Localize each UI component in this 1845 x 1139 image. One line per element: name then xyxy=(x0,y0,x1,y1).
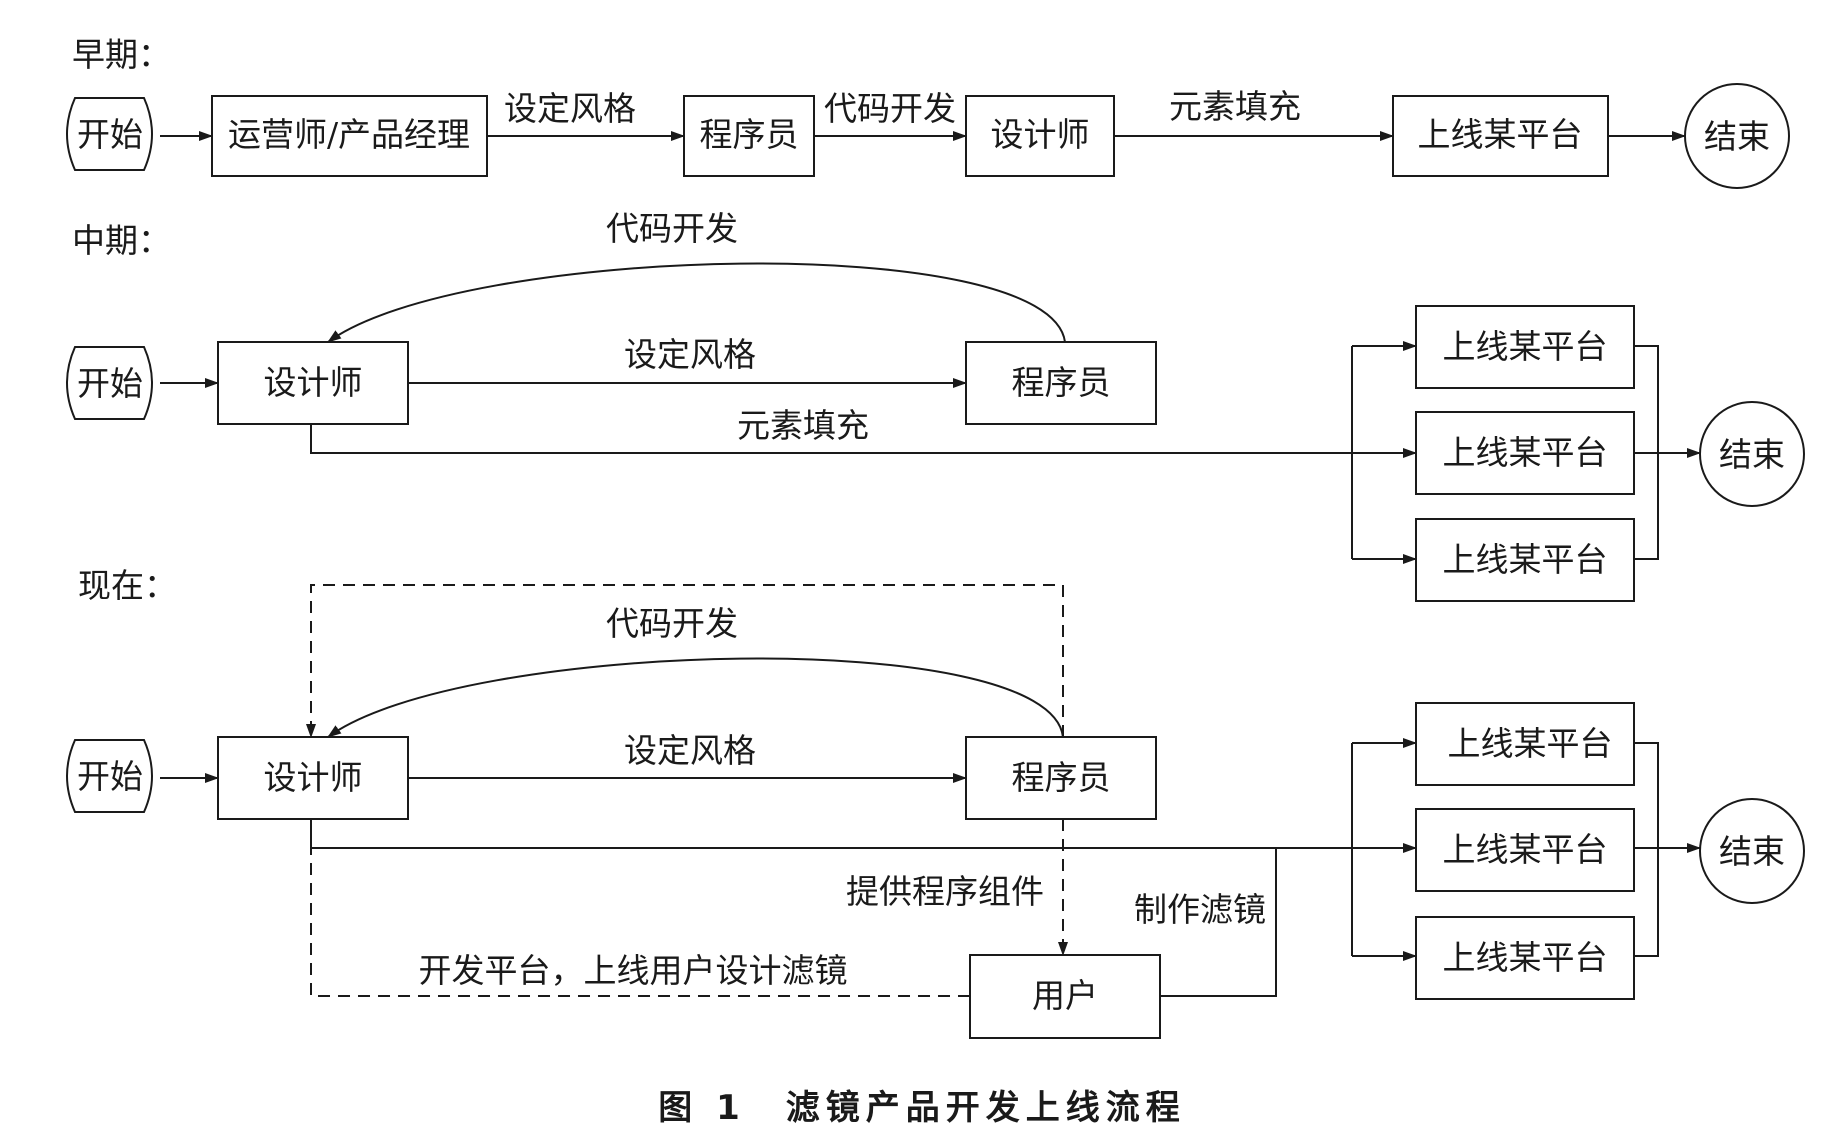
early-designer-box xyxy=(965,95,1115,177)
early-platform-label: 上线某平台 xyxy=(1418,115,1583,154)
middle-designer-label: 设计师 xyxy=(264,363,363,402)
middle-programmer-box xyxy=(965,341,1157,425)
middle-start-node xyxy=(66,346,153,420)
now-designer-label: 设计师 xyxy=(264,758,363,797)
middle-platform-label-3: 上线某平台 xyxy=(1443,540,1608,579)
early-start-label: 开始 xyxy=(77,115,143,154)
early-designer-label: 设计师 xyxy=(991,115,1090,154)
section-label-now: 现在： xyxy=(78,566,177,605)
section-label-middle: 中期： xyxy=(72,221,171,260)
now-edge-make-filters: 制作滤镜 xyxy=(1134,890,1266,929)
middle-line-designer-to-split xyxy=(310,424,1352,454)
now-edge-code-dev: 代码开发 xyxy=(606,604,738,643)
middle-start-label: 开始 xyxy=(77,364,143,403)
now-platform-box-1 xyxy=(1415,702,1635,786)
middle-edge-fill-elements: 元素填充 xyxy=(737,406,869,445)
early-programmer-label: 程序员 xyxy=(700,115,799,154)
now-programmer-box xyxy=(965,736,1157,820)
now-edge-dev-platform: 开发平台，上线用户设计滤镜 xyxy=(419,951,848,990)
now-programmer-label: 程序员 xyxy=(1012,758,1111,797)
early-programmer-box xyxy=(683,95,815,177)
now-platform-label-1: 上线某平台 xyxy=(1448,724,1613,763)
now-edge-provide-components: 提供程序组件 xyxy=(846,872,1044,911)
middle-platform-label-1: 上线某平台 xyxy=(1443,327,1608,366)
middle-end-label: 结束 xyxy=(1719,435,1785,474)
now-platform-label-2: 上线某平台 xyxy=(1443,830,1608,869)
figure-caption: 图 1 滤镜产品开发上线流程 xyxy=(658,1088,1186,1128)
now-end-label: 结束 xyxy=(1719,832,1785,871)
now-start-node xyxy=(66,739,153,813)
now-platform-box-2 xyxy=(1415,808,1635,892)
now-start-label: 开始 xyxy=(77,757,143,796)
early-end-label: 结束 xyxy=(1704,117,1770,156)
now-line-designer-to-split xyxy=(310,819,1352,849)
middle-platform-box-3 xyxy=(1415,518,1635,602)
section-label-early: 早期： xyxy=(72,35,171,74)
middle-edge-set-style: 设定风格 xyxy=(624,335,756,374)
early-edge-code-dev: 代码开发 xyxy=(824,89,956,128)
now-platform-label-3: 上线某平台 xyxy=(1443,938,1608,977)
middle-arrow-code-dev-curve xyxy=(327,262,1066,343)
now-merge-line xyxy=(1634,742,1659,957)
now-edge-set-style: 设定风格 xyxy=(624,731,756,770)
early-ops-pm-label: 运营师/产品经理 xyxy=(228,115,470,154)
early-start-node xyxy=(66,97,153,171)
now-arrow-code-dev-curve xyxy=(327,657,1064,738)
middle-platform-label-2: 上线某平台 xyxy=(1443,433,1608,472)
middle-programmer-label: 程序员 xyxy=(1012,363,1111,402)
middle-edge-code-dev: 代码开发 xyxy=(606,209,738,248)
middle-platform-box-2 xyxy=(1415,411,1635,495)
now-dashed-programmer-to-designer xyxy=(306,584,1064,738)
now-designer-box xyxy=(217,736,409,820)
early-edge-set-style: 设定风格 xyxy=(504,89,636,128)
now-user-label: 用户 xyxy=(1032,976,1098,1015)
early-edge-fill-elements: 元素填充 xyxy=(1169,87,1301,126)
now-line-user-to-split xyxy=(1160,848,1277,997)
